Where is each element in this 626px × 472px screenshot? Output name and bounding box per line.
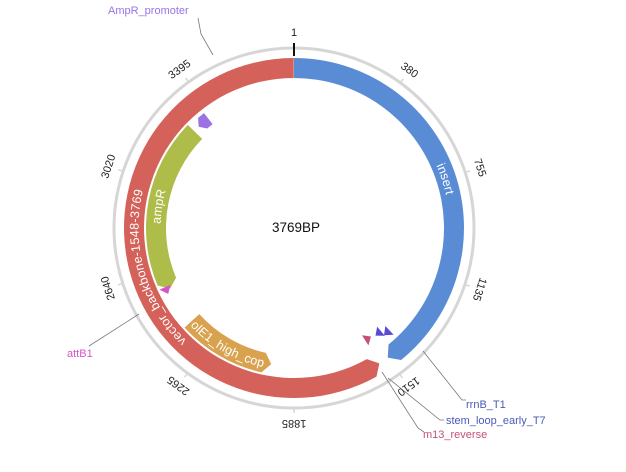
marker-label-ampr-promoter: AmpR_promoter <box>108 5 189 17</box>
plasmid-length-label: 3769BP <box>272 220 320 235</box>
leader-stem-loop <box>387 377 444 421</box>
leader-m13-reverse <box>381 371 425 433</box>
marker-label-rrnb-t1: rrnB_T1 <box>466 399 506 411</box>
tick-label: 2265 <box>165 373 192 397</box>
marker-stem-loop[interactable] <box>375 326 385 336</box>
tick-mark <box>464 170 471 174</box>
tick-label: 1885 <box>282 417 306 429</box>
tick-mark <box>398 373 403 379</box>
feature-arc-cole1[interactable] <box>184 314 272 373</box>
feature-markers <box>159 113 394 346</box>
marker-ampr-promoter[interactable] <box>198 113 213 129</box>
feature-arc-insert[interactable] <box>294 58 465 360</box>
tick-label: 380 <box>398 60 420 81</box>
label-leader-lines: AmpR_promoter attB1 rrnB_T1 stem_loop_early… <box>67 5 546 441</box>
marker-label-stem-loop: stem_loop_early_T7 <box>446 415 546 427</box>
marker-rrnb-t1[interactable] <box>383 326 394 336</box>
tick-mark <box>184 372 189 378</box>
tick-label: 3020 <box>99 153 118 180</box>
marker-label-attb1: attB1 <box>67 348 93 360</box>
tick-label: 755 <box>471 157 488 178</box>
tick-mark <box>464 283 470 287</box>
leader-rrnb-t1 <box>422 350 466 401</box>
leader-ampr-promoter <box>197 17 214 56</box>
tick-label: 1135 <box>470 276 489 302</box>
marker-m13-reverse[interactable] <box>361 335 371 346</box>
leader-attb1 <box>88 313 140 347</box>
tick-label: 1 <box>291 27 297 39</box>
tick-mark <box>117 282 123 286</box>
tick-label: 3395 <box>166 58 193 82</box>
tick-mark <box>399 78 404 84</box>
tick-mark <box>118 169 124 173</box>
tick-label: 2640 <box>99 275 118 302</box>
tick-mark <box>185 77 190 83</box>
feature-arc-ampr[interactable] <box>146 124 203 289</box>
marker-attb1[interactable] <box>159 284 171 294</box>
marker-label-m13-reverse: m13_reverse <box>423 429 487 441</box>
